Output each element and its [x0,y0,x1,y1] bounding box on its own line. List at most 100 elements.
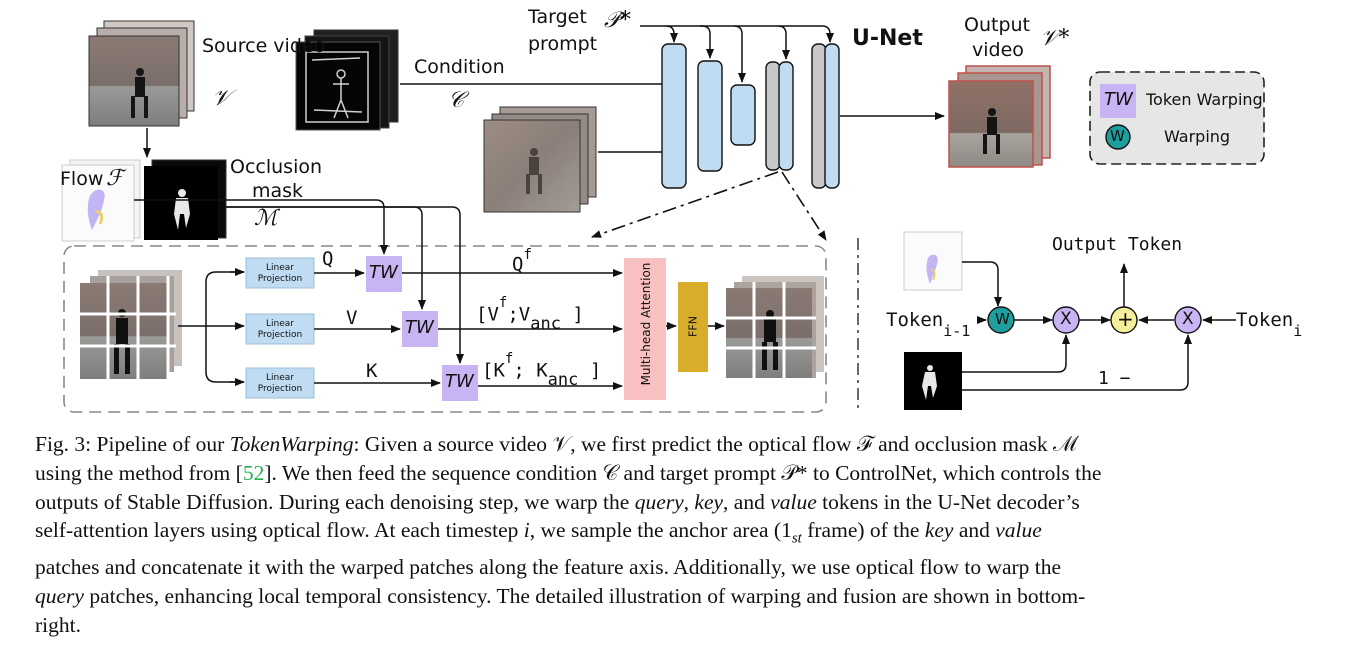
output-video-frames [948,65,1051,168]
caption-text: ]. We then feed the sequence condition 𝒞… [264,460,1102,485]
source-video-symbol: 𝒱 [212,86,231,111]
output-token-label: Output Token [1052,234,1183,255]
token-cur-sub: i [1293,321,1303,340]
legend-token-warping: Token Warping [1146,90,1263,109]
token-cur-main: Token [1236,309,1294,331]
kf-sup: f [504,351,514,367]
source-video-frames [88,20,195,127]
occlusion-mask-images [144,159,227,240]
unet-label: U-Net [852,26,923,51]
v-label: V [346,307,358,329]
linear-projection-boxes [245,257,315,399]
qf-label: Qf [512,248,532,276]
caption-text: key [694,489,724,514]
multiply-op-icon-2: X [1182,309,1194,329]
caption-line: Fig. 3: Pipeline of our TokenWarping: Gi… [35,430,1331,459]
caption-text: i [523,518,530,543]
noisy-latent-frames [483,106,597,213]
tw-v-label: TW [405,317,434,338]
figure-caption: Fig. 3: Pipeline of our TokenWarping: Gi… [35,430,1331,640]
caption-text: frame) of the [801,518,925,543]
token-prev-label: Tokeni-1 [886,309,970,339]
condition-symbol: 𝒞 [448,88,465,113]
caption-text: outputs of Stable Diffusion. During each… [35,489,635,514]
qf-sup: f [523,247,532,263]
linear-projection-v: Linear Projection [257,319,303,340]
caption-text: self-attention layers using optical flow… [35,518,524,543]
warp-op-icon: W [995,310,1010,328]
one-minus-label: 1 − [1098,368,1131,389]
patchified-input-frames [80,270,182,380]
output-video-label-1: Output [964,14,1030,36]
mha-box [624,258,666,400]
unet-blocks [661,43,840,189]
condition-frames [295,29,399,131]
target-prompt-symbol: 𝒫* [604,8,631,33]
caption-text: Fig. 3: Pipeline of our [35,432,230,456]
qf-main: Q [512,253,524,276]
occlusion-symbol: ℳ [254,206,278,231]
caption-text: key [924,518,954,543]
citation-link[interactable]: 52 [242,460,265,485]
flow-label: Flow [60,168,104,190]
caption-text: value [770,489,817,514]
ffn-box [678,282,708,372]
legend-w-icon: W [1110,127,1125,145]
plus-op-icon: + [1117,307,1134,331]
tw-boxes [366,256,478,401]
attention-module-box [63,245,827,413]
pipeline-figure: Source video 𝒱 Condition 𝒞 Target prompt… [60,6,1302,413]
caption-text: using the method from [ [35,460,243,485]
caption-line: self-attention layers using optical flow… [35,516,1331,553]
patchified-output-frames [726,276,824,378]
caption-text: st [791,530,802,547]
output-video-symbol: 𝒱* [1040,26,1070,51]
target-prompt-label-1: Target [528,6,587,28]
caption-text: , and [723,489,771,514]
vf-main: [V [476,303,499,326]
caption-line: using the method from [52]. We then feed… [35,459,1331,488]
flow-images [61,159,141,242]
output-video-label-2: video [972,39,1024,61]
vf-close: ] [572,303,584,326]
occlusion-label-2: mask [252,180,304,202]
ffn-label: FFN [686,316,700,337]
caption-text: query [634,489,684,514]
token-prev-sub: i-1 [943,321,971,340]
vf-sup: f [498,295,508,311]
occlusion-label-1: Occlusion [230,156,323,178]
kf-main: [K [482,359,505,382]
legend-tw-icon: TW [1104,89,1133,110]
caption-text: patches and concatenate it with the warp… [35,555,1062,580]
fusion-detail [903,231,1236,410]
token-prev-main: Token [886,309,944,331]
tw-k-label: TW [445,371,474,392]
condition-label: Condition [414,56,505,78]
mha-label: Multi-head Attention [639,262,653,386]
caption-line: query patches, enhancing local temporal … [35,582,1331,611]
caption-text: query [35,584,84,609]
caption-text: value [995,518,1042,543]
vf-label: [Vf;Vanc ] [476,296,584,333]
vf-sub: anc [530,314,561,335]
source-video-label: Source video [202,35,326,57]
caption-text: patches, enhancing local temporal consis… [83,584,1086,609]
caption-text: : Given a source video 𝒱, we first predi… [353,432,1078,456]
flow-symbol: ℱ [106,166,124,191]
k-label: K [366,360,378,382]
caption-line: right. [35,611,1331,640]
caption-text: TokenWarping [229,432,354,456]
caption-text: , [683,489,695,514]
caption-text: right. [35,613,81,638]
caption-line: patches and concatenate it with the warp… [35,553,1331,582]
kf-rest: ; K [513,359,548,382]
linear-projection-k: Linear Projection [257,373,303,394]
vf-rest: ;V [507,303,531,326]
multiply-op-icon-1: X [1060,309,1072,329]
caption-line: outputs of Stable Diffusion. During each… [35,488,1331,517]
caption-text: tokens in the U-Net decoder’s [816,489,1080,514]
token-cur-label: Tokeni [1236,309,1302,339]
pipeline-diagram [61,20,1265,413]
legend-box [1089,71,1265,165]
kf-close: ] [589,359,602,382]
